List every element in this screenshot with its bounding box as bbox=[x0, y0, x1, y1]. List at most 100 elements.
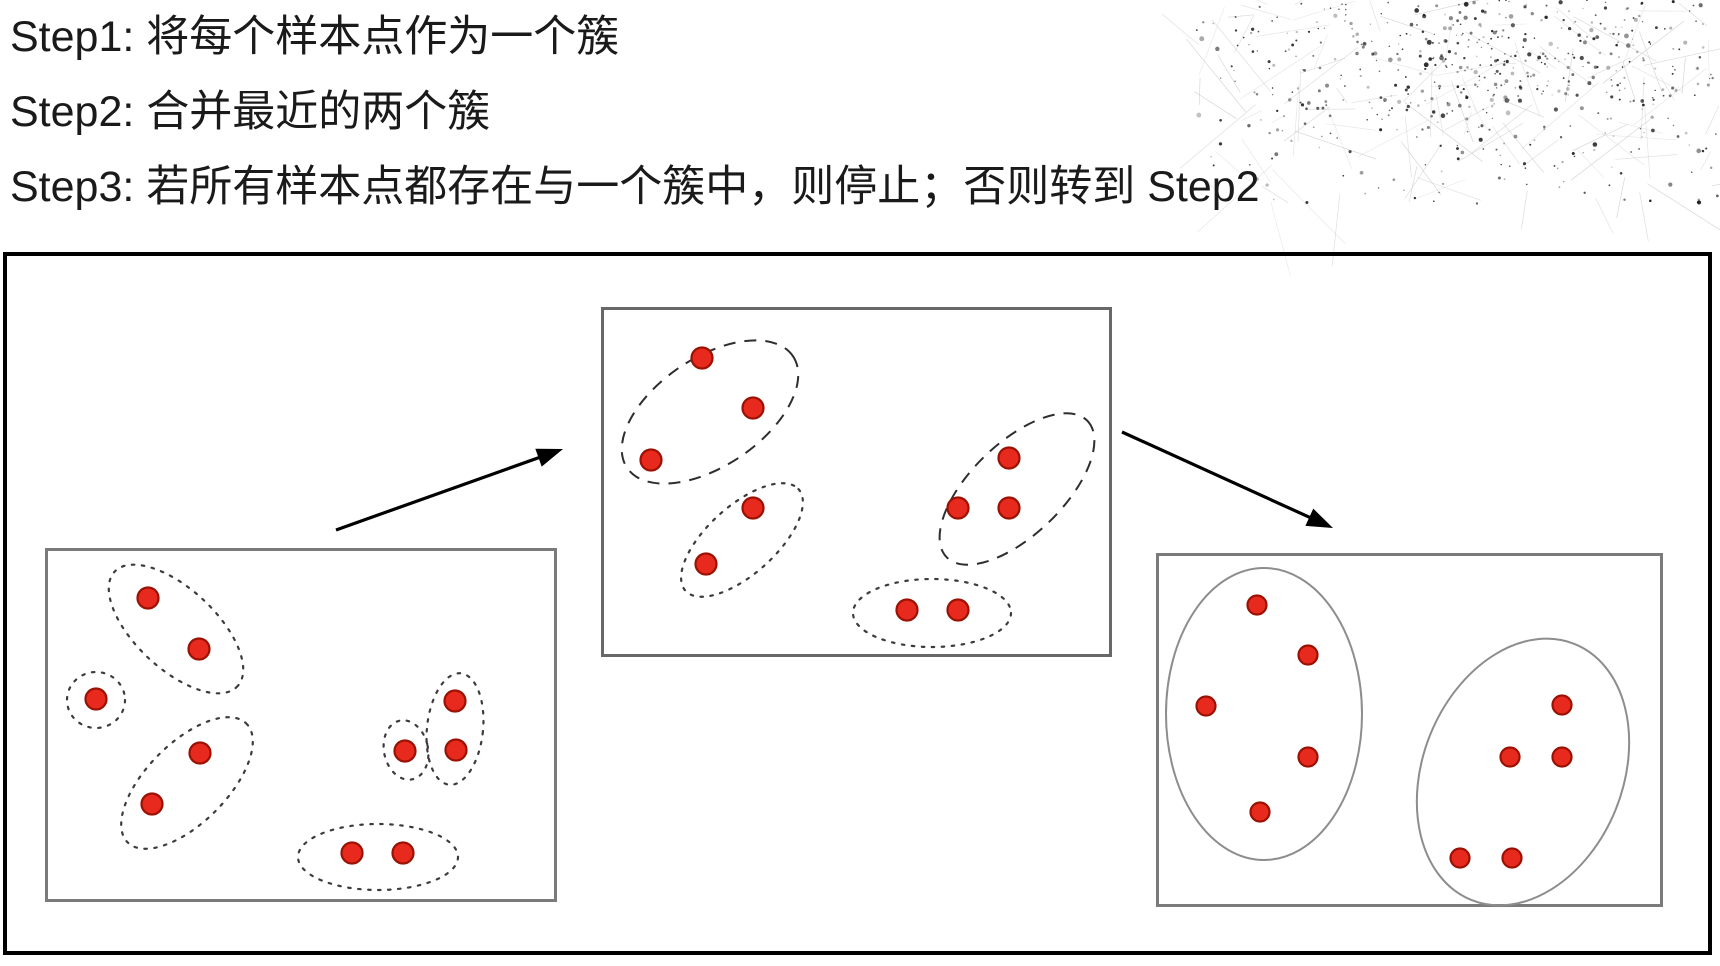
decoration-dot bbox=[1611, 166, 1613, 168]
decoration-dot bbox=[1627, 7, 1629, 9]
decoration-dot bbox=[1537, 57, 1540, 60]
decoration-dot bbox=[1462, 88, 1465, 91]
decoration-dot bbox=[1705, 147, 1708, 150]
decoration-dot bbox=[1648, 41, 1651, 44]
decoration-line bbox=[1622, 61, 1636, 100]
decoration-line bbox=[1272, 115, 1285, 123]
decoration-dot bbox=[1575, 93, 1579, 97]
decoration-dot bbox=[1465, 96, 1469, 100]
decoration-line bbox=[1380, 15, 1433, 34]
decoration-dot bbox=[1272, 63, 1276, 67]
decoration-dot bbox=[1482, 108, 1484, 111]
decoration-dot bbox=[1608, 184, 1611, 187]
decoration-dot bbox=[1394, 83, 1398, 87]
decoration-dot bbox=[1483, 10, 1487, 14]
decoration-dot bbox=[1379, 128, 1383, 132]
decoration-dot bbox=[1557, 89, 1561, 93]
decoration-line bbox=[1471, 104, 1533, 154]
decoration-dot bbox=[1478, 75, 1481, 78]
decoration-dot bbox=[1360, 43, 1363, 46]
decoration-line bbox=[1326, 123, 1376, 131]
decoration-dot bbox=[1569, 125, 1572, 127]
decoration-dot bbox=[1455, 34, 1458, 36]
decoration-dot bbox=[1505, 0, 1507, 2]
decoration-dot bbox=[1465, 95, 1468, 98]
decoration-dot bbox=[1482, 36, 1485, 39]
decoration-dot bbox=[1403, 189, 1405, 192]
decoration-line bbox=[1262, 186, 1289, 204]
decoration-dot bbox=[1446, 102, 1449, 104]
decoration-dot bbox=[1594, 14, 1597, 17]
decoration-dot bbox=[1523, 5, 1527, 9]
decoration-dot bbox=[1457, 3, 1460, 6]
decoration-dot bbox=[1652, 103, 1655, 106]
decoration-dot bbox=[1396, 128, 1398, 131]
decoration-line bbox=[1461, 77, 1478, 113]
decoration-dot bbox=[1510, 55, 1512, 58]
decoration-dot bbox=[1513, 134, 1518, 139]
decoration-dot bbox=[1612, 135, 1615, 137]
decoration-dot bbox=[1317, 89, 1321, 93]
decoration-dot bbox=[1296, 87, 1300, 90]
decoration-dot bbox=[1638, 147, 1641, 150]
decoration-dot bbox=[1300, 2, 1303, 5]
decoration-dot bbox=[1618, 89, 1621, 92]
decoration-line bbox=[1681, 57, 1686, 94]
decoration-dot bbox=[1342, 174, 1345, 177]
decoration-dot bbox=[1683, 40, 1688, 45]
decoration-dot bbox=[1559, 136, 1563, 139]
decoration-dot bbox=[1621, 66, 1624, 68]
decoration-dot bbox=[1406, 85, 1410, 89]
decoration-dot bbox=[1268, 131, 1271, 135]
decoration-dot bbox=[1497, 36, 1499, 38]
decoration-dot bbox=[1431, 41, 1434, 44]
decoration-dot bbox=[1521, 87, 1523, 89]
decoration-line bbox=[1573, 16, 1657, 62]
decoration-line bbox=[1705, 105, 1720, 135]
decoration-dot bbox=[1340, 74, 1342, 77]
decoration-dot bbox=[1321, 106, 1325, 110]
decoration-dot bbox=[1631, 38, 1634, 40]
decoration-dot bbox=[1505, 59, 1509, 64]
decoration-dot bbox=[1551, 94, 1553, 96]
decoration-dot bbox=[1493, 93, 1495, 96]
decoration-dot bbox=[1399, 34, 1402, 37]
decoration-dot bbox=[1494, 59, 1498, 63]
decoration-dot bbox=[1501, 35, 1504, 38]
decoration-dot bbox=[1611, 85, 1613, 88]
decoration-dot bbox=[1533, 139, 1536, 141]
decoration-dot bbox=[1442, 183, 1444, 185]
decoration-dot bbox=[1349, 21, 1353, 26]
decoration-dot bbox=[1487, 42, 1489, 45]
diagram-frame bbox=[3, 252, 1712, 955]
decoration-dot bbox=[1616, 41, 1619, 44]
decoration-dot bbox=[1617, 34, 1620, 36]
decoration-dot bbox=[1413, 196, 1417, 200]
decoration-dot bbox=[1632, 17, 1635, 19]
decoration-dot bbox=[1305, 200, 1309, 204]
decoration-dot bbox=[1490, 104, 1494, 108]
decoration-dot bbox=[1514, 54, 1517, 58]
decoration-dot bbox=[1371, 40, 1373, 43]
decoration-dot bbox=[1671, 72, 1674, 75]
decoration-dot bbox=[1490, 47, 1493, 50]
decoration-dot bbox=[1426, 125, 1430, 130]
decoration-dot bbox=[1684, 131, 1688, 135]
decoration-dot bbox=[1445, 66, 1448, 68]
decoration-line bbox=[1292, 0, 1356, 21]
decoration-dot bbox=[1478, 23, 1482, 27]
decoration-dot bbox=[1444, 39, 1448, 43]
decoration-dot bbox=[1341, 3, 1343, 5]
decoration-dot bbox=[1692, 4, 1695, 7]
decoration-dot bbox=[1663, 28, 1666, 30]
decoration-dot bbox=[1345, 3, 1347, 6]
decoration-dot bbox=[1448, 16, 1453, 21]
decoration-dot bbox=[1502, 63, 1506, 66]
decoration-dot bbox=[1572, 56, 1576, 59]
decoration-dot bbox=[1654, 67, 1657, 70]
decoration-dot bbox=[1469, 31, 1473, 35]
decoration-line bbox=[1373, 57, 1439, 77]
decoration-dot bbox=[1592, 37, 1596, 41]
decoration-dot bbox=[1433, 56, 1435, 59]
decoration-dot bbox=[1662, 94, 1665, 97]
